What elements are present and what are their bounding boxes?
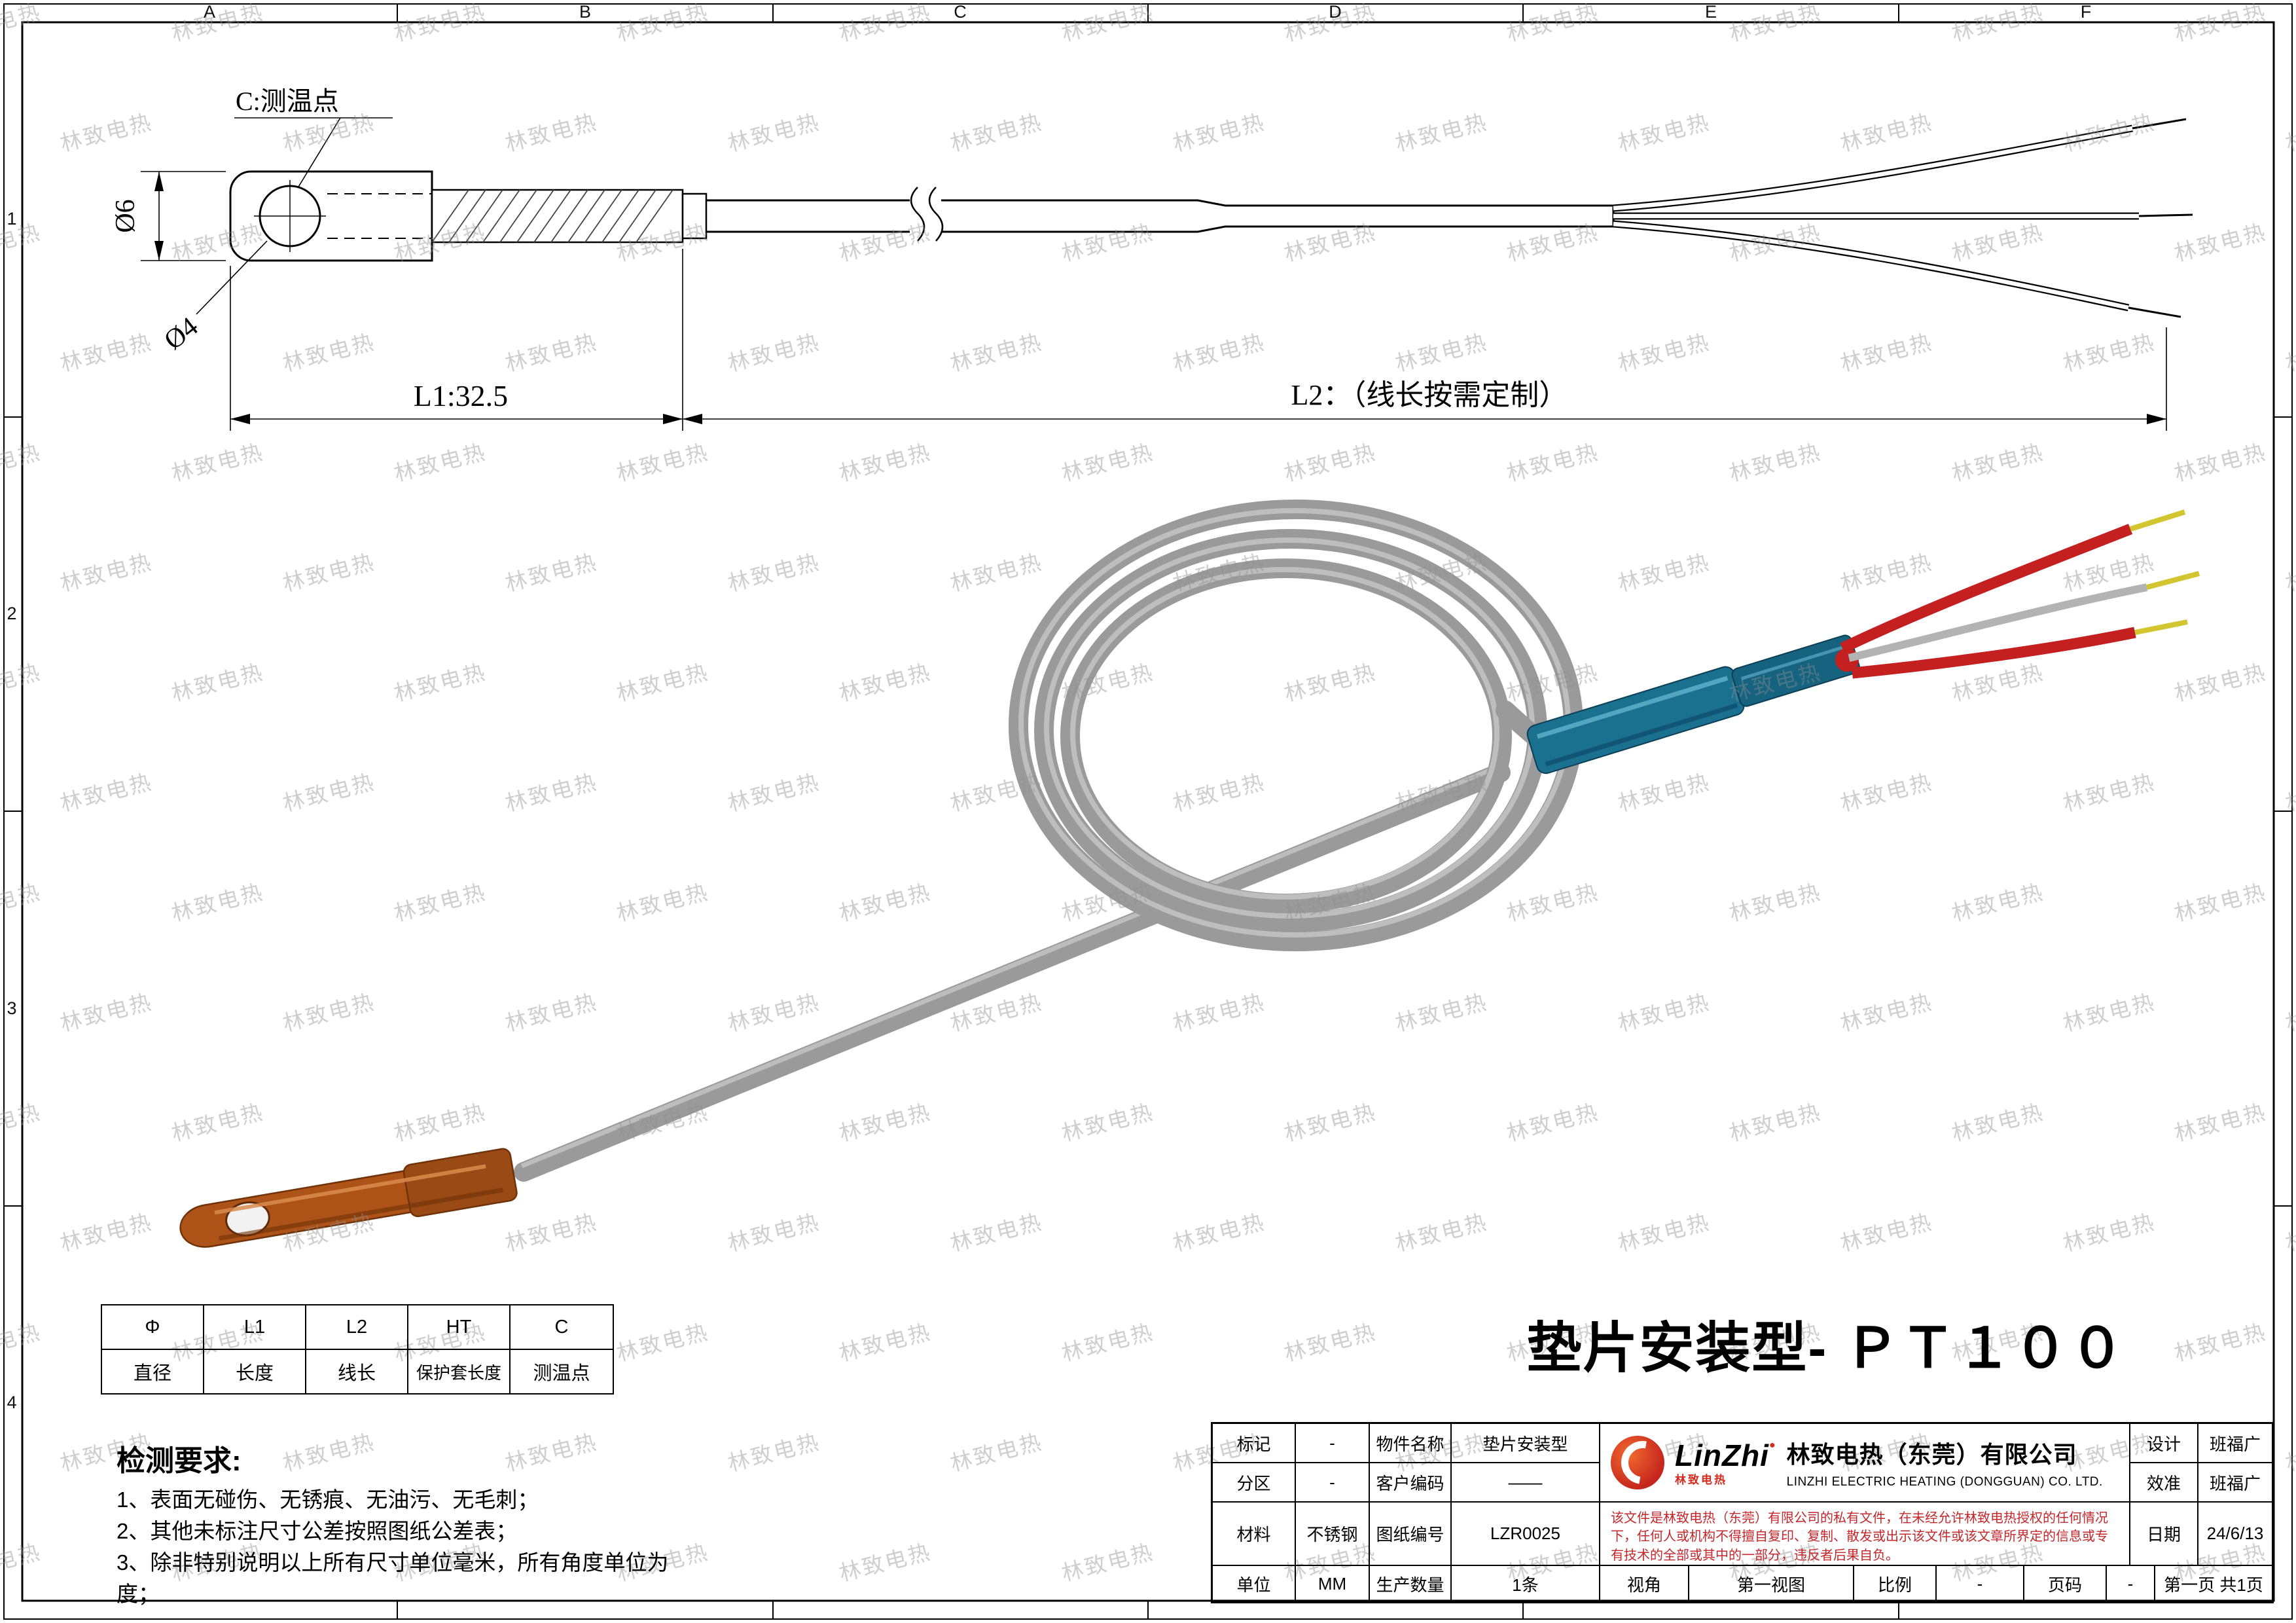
param-header: HT xyxy=(408,1305,511,1349)
quantity-label: 生产数量 xyxy=(1370,1566,1452,1601)
company-name-cn: 林致电热（东莞）有限公司 xyxy=(1786,1441,2077,1468)
protective-sleeve-2d xyxy=(431,189,708,244)
requirement-item: 3、除非特别说明以上所有尺寸单位毫米，所有角度单位为度； xyxy=(117,1550,669,1606)
approve-value: 班福广 xyxy=(2198,1463,2272,1503)
linzhi-logo-icon xyxy=(1611,1436,1664,1489)
scale-value: - xyxy=(1937,1566,2024,1601)
dimension-arrows xyxy=(154,172,2166,424)
zone-row-2: 2 xyxy=(7,604,17,623)
title-block: 标记 - 物件名称 垫片安装型 LinZhi● 林致电热 林致电热（东莞）有限公… xyxy=(1211,1422,2274,1603)
view-label: 视角 xyxy=(1600,1566,1689,1601)
label-dia6: Ø6 xyxy=(111,199,141,232)
inspection-requirements: 检测要求: 1、表面无碰伤、无锈痕、无油污、无毛刺； 2、其他未标注尺寸公差按照… xyxy=(117,1437,686,1609)
parameter-table: Φ L1 L2 HT C 直径 长度 线长 保护套长度 测温点 xyxy=(101,1304,614,1395)
drawing-number-value: LZR0025 xyxy=(1452,1503,1600,1566)
drawing-number-label: 图纸编号 xyxy=(1370,1503,1452,1566)
view-value: 第一视图 xyxy=(1689,1566,1854,1601)
lead-wires-2d xyxy=(1613,118,2193,318)
param-value: 直径 xyxy=(102,1350,204,1393)
page-info: 第一页 共1页 xyxy=(2164,1575,2263,1595)
part-name-value: 垫片安装型 xyxy=(1452,1424,1600,1463)
unit-label: 单位 xyxy=(1213,1566,1296,1601)
logo-dot-icon: ● xyxy=(1768,1439,1776,1451)
design-value: 班福广 xyxy=(2198,1424,2272,1463)
requirements-title: 检测要求: xyxy=(117,1445,242,1477)
company-cell: LinZhi● 林致电热 林致电热（东莞）有限公司 LINZHI ELECTRI… xyxy=(1600,1424,2130,1503)
company-name-en: LINZHI ELECTRIC HEATING (DONGGUAN) CO. L… xyxy=(1786,1475,2103,1489)
zone-row-1: 1 xyxy=(7,209,17,228)
customer-code-label: 客户编码 xyxy=(1370,1463,1452,1503)
date-value: 24/6/13 xyxy=(2198,1503,2272,1566)
unit-value: MM xyxy=(1296,1566,1370,1601)
zone-value: - xyxy=(1296,1463,1370,1503)
param-header: L2 xyxy=(306,1305,408,1349)
part-name-label: 物件名称 xyxy=(1370,1424,1452,1463)
logo-wordmark: LinZhi xyxy=(1675,1438,1769,1472)
break-symbol xyxy=(910,187,944,242)
param-header: L1 xyxy=(204,1305,306,1349)
param-header: Φ xyxy=(102,1305,204,1349)
material-label: 材料 xyxy=(1213,1503,1296,1566)
zone-column-e: E xyxy=(1704,2,1717,22)
confidentiality-notice: 该文件是林致电热（东莞）有限公司的私有文件，在未经允许林致电热授权的任何情况下，… xyxy=(1600,1503,2130,1566)
parameter-table-header-row: Φ L1 L2 HT C xyxy=(102,1305,613,1350)
param-value: 线长 xyxy=(306,1350,408,1393)
parameter-table-value-row: 直径 长度 线长 保护套长度 测温点 xyxy=(102,1350,613,1393)
requirement-item: 2、其他未标注尺寸公差按照图纸公差表； xyxy=(117,1518,518,1543)
zone-column-a: A xyxy=(203,2,215,22)
customer-code-value: —— xyxy=(1452,1463,1600,1503)
zone-label: 分区 xyxy=(1213,1463,1296,1503)
cable-coil-3d xyxy=(1009,500,1583,951)
param-header: C xyxy=(554,1316,569,1338)
page-number-value: - xyxy=(2107,1566,2155,1601)
cable-straight-3d xyxy=(514,763,1511,1182)
label-dia4: Ø4 xyxy=(159,312,204,356)
dim-l2-text: L2：（线长按需定制） xyxy=(1291,379,1568,411)
material-value: 不锈钢 xyxy=(1296,1503,1370,1566)
param-value: 测温点 xyxy=(533,1363,590,1384)
sensor-head-2d xyxy=(229,170,681,262)
zone-column-f: F xyxy=(2080,2,2092,22)
mark-value: - xyxy=(1296,1424,1370,1463)
mark-label: 标记 xyxy=(1213,1424,1296,1463)
dim-l1-text: L1:32.5 xyxy=(414,379,508,412)
product-render xyxy=(179,500,2200,1248)
zone-column-c: C xyxy=(954,2,967,22)
blue-sleeve-3d xyxy=(1526,634,1860,775)
param-value: 保护套长度 xyxy=(408,1350,511,1393)
zone-row-3: 3 xyxy=(7,998,17,1018)
lead-wires-3d xyxy=(1835,509,2200,679)
param-value: 长度 xyxy=(204,1350,306,1393)
date-label: 日期 xyxy=(2130,1503,2198,1566)
dimension-drawing: C:测温点 Ø6 Ø4 L1:32.5 L2：（线长按需定制） xyxy=(111,86,2193,431)
scale-label: 比例 xyxy=(1854,1566,1937,1601)
requirement-item: 1、表面无碰伤、无锈痕、无油污、无毛刺； xyxy=(117,1487,539,1512)
page-number-label: 页码 xyxy=(2024,1566,2107,1601)
design-label: 设计 xyxy=(2130,1424,2198,1463)
logo-subtext: 林致电热 xyxy=(1675,1473,1727,1486)
approve-label: 效准 xyxy=(2130,1463,2198,1503)
label-measure-point: C:测温点 xyxy=(236,86,339,116)
zone-column-b: B xyxy=(579,2,591,22)
zone-row-4: 4 xyxy=(7,1393,17,1412)
product-title: 垫片安装型- ＰＴ１００ xyxy=(1526,1317,2126,1379)
cable-2d xyxy=(706,199,1615,233)
sheet-border xyxy=(3,3,2293,1620)
quantity-value: 1条 xyxy=(1452,1566,1600,1601)
zone-column-d: D xyxy=(1329,2,1342,22)
copper-lug-3d xyxy=(179,1148,518,1248)
